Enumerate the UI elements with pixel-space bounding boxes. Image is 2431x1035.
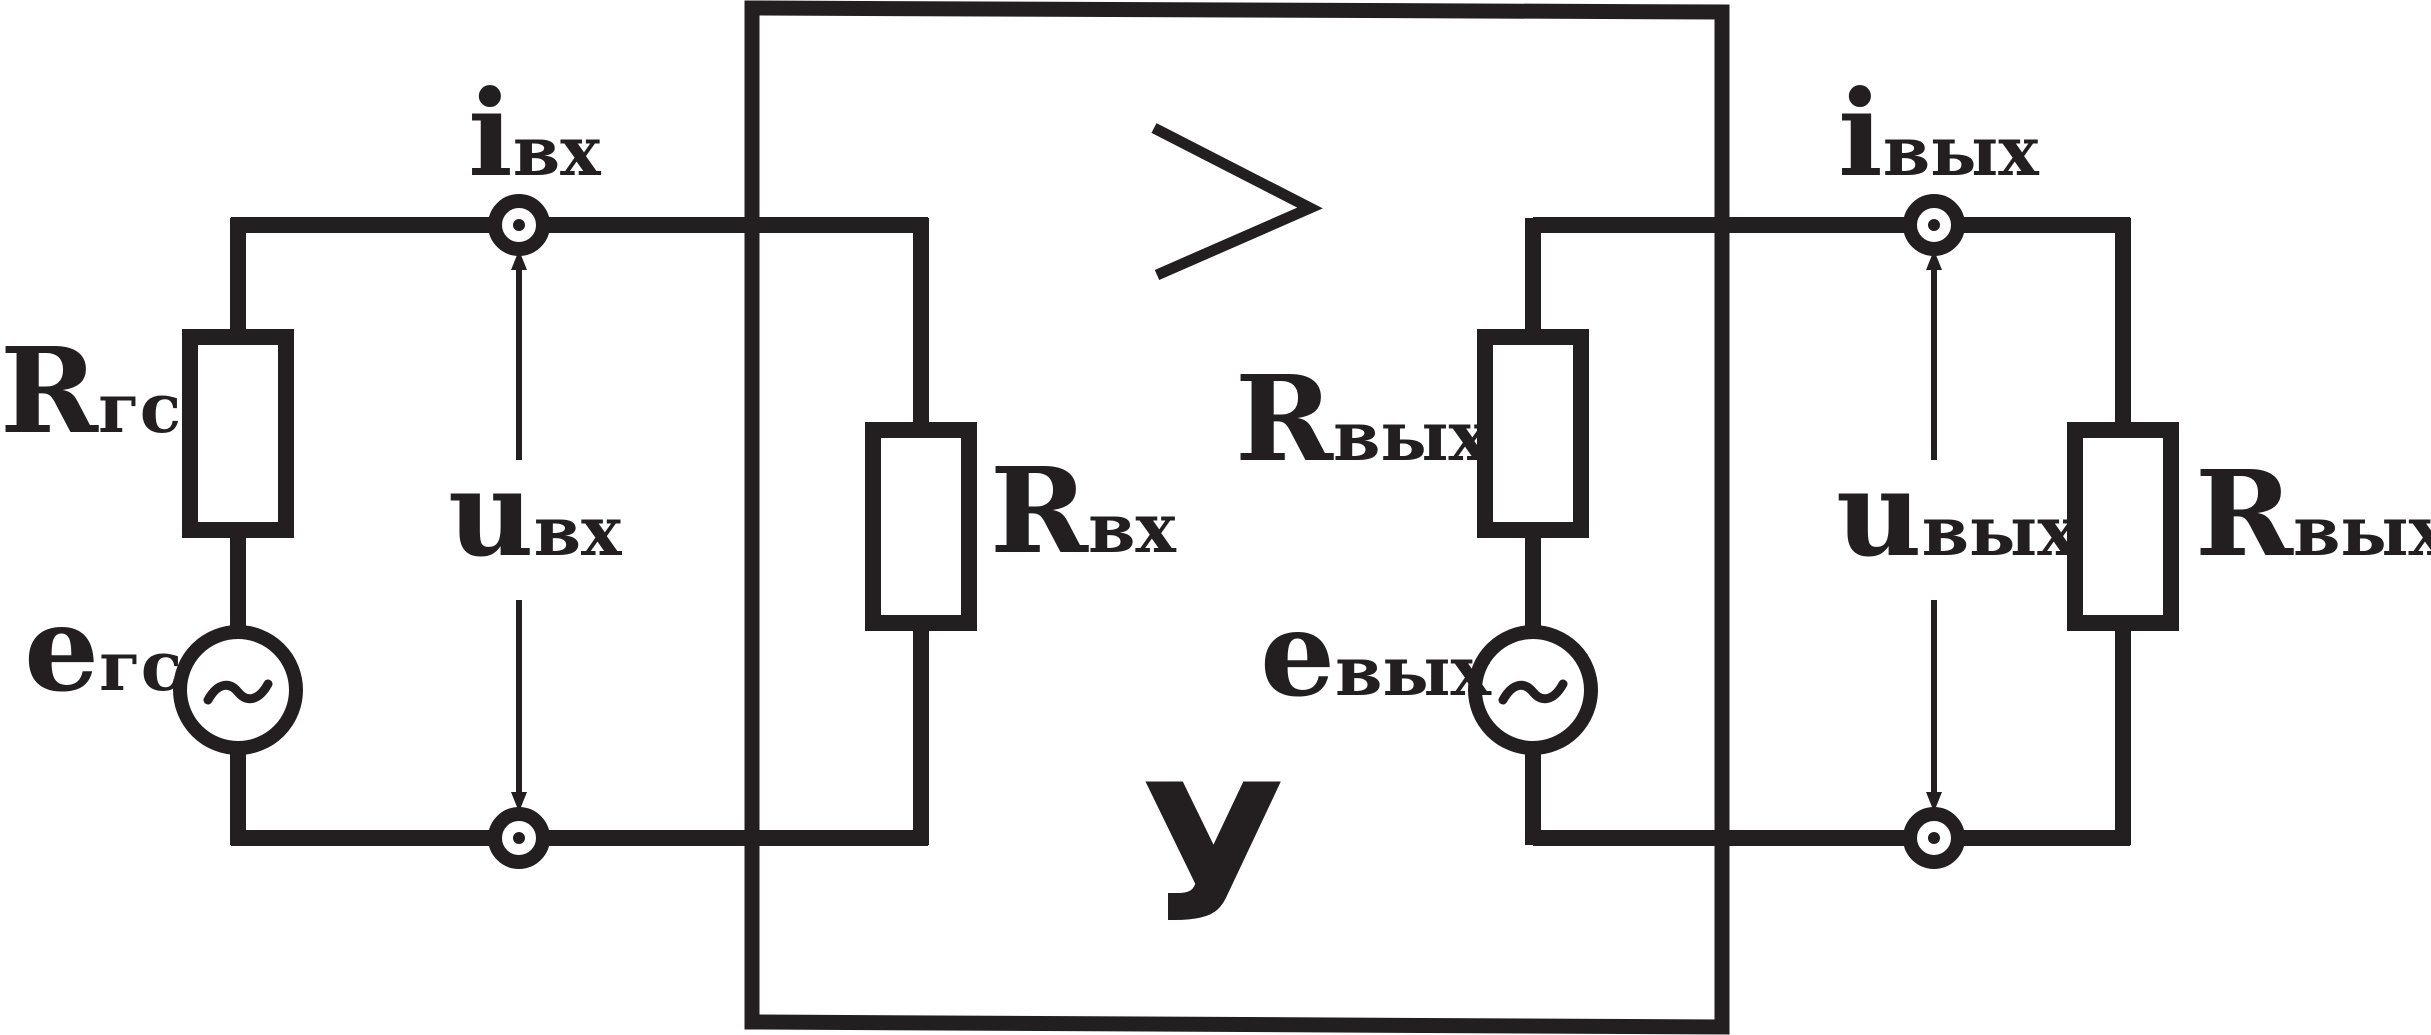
output-bottom-terminal-dot	[1928, 832, 1940, 844]
label-R-in: Rвх	[990, 441, 1176, 580]
amplifier-frame	[744, 0, 1730, 1035]
output-source-tilde	[1498, 679, 1568, 705]
label-i-in: iвх	[468, 64, 601, 203]
input-resistor-R-in	[865, 422, 977, 631]
output-resistor-R-out-internal	[1477, 329, 1589, 538]
output-voltage-arrowhead-up	[1926, 250, 1942, 270]
input-top-terminal-dot	[513, 219, 525, 231]
label-e-out: eвых	[1260, 584, 1491, 723]
input-circuit	[173, 194, 977, 869]
input-voltage-arrowhead-up	[511, 250, 527, 270]
amplifier-letter: У	[1140, 744, 1287, 965]
amplifier-triangle-icon	[1151, 123, 1323, 281]
label-R-out-internal: Rвых	[1235, 349, 1489, 488]
input-voltage-arrowhead-down	[511, 792, 527, 812]
label-u-out: uвых	[1836, 444, 2078, 583]
output-voltage-arrowhead-down	[1926, 792, 1942, 812]
label-u-in: uвх	[448, 444, 622, 583]
label-i-out: iвых	[1838, 64, 2039, 203]
input-bottom-terminal-dot	[513, 832, 525, 844]
output-top-terminal-dot	[1928, 219, 1940, 231]
source-tilde	[203, 679, 273, 705]
label-R-out-load: Rвых	[2195, 444, 2431, 583]
source-resistor-R-gs	[182, 329, 294, 538]
output-circuit	[1468, 194, 2179, 869]
load-resistor-R-out	[2067, 422, 2179, 631]
label-R-gs: Rгс	[0, 321, 181, 460]
label-e-gs: eгс	[24, 579, 182, 718]
